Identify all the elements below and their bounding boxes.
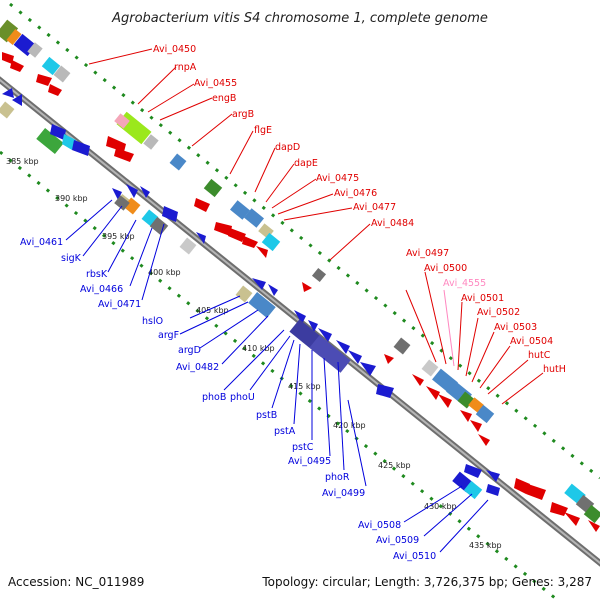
gene-label-forward: argB [232,109,254,120]
upper-dotted-guide [9,2,600,480]
accession-text: Accession: NC_011989 [8,575,144,589]
gene-label-forward: rnpA [174,62,197,73]
gene-label-reverse: pstC [292,442,314,453]
gene-label-forward: Avi_0450 [153,44,196,55]
tick-label: 395 kbp [102,232,135,241]
scale-ticks: 385 kbp 390 kbp 395 kbp 400 kbp 405 kbp … [6,157,502,550]
gene-label-reverse: pstA [274,426,296,437]
gene-label-forward: Avi_0455 [194,78,237,89]
gene-label-reverse: Avi_0495 [288,456,331,467]
gene-label-reverse: Avi_0509 [376,535,419,546]
gene-features [0,19,600,532]
tick-label: 415 kbp [288,382,321,391]
gene-label-reverse: phoR [325,472,350,483]
gene-label-reverse: phoU [230,392,255,403]
tick-label: 420 kbp [333,421,366,430]
gene-label-forward: engB [212,93,236,104]
gene-label-reverse: sigK [61,253,82,264]
gene-label-reverse: Avi_0461 [20,237,63,248]
gene-label-reverse: Avi_0499 [322,488,365,499]
gene-label-reverse: argF [158,330,179,341]
gene-label-forward: Avi_0500 [424,263,467,274]
reverse-gene-labels: Avi_0461 sigK rbsK Avi_0466 Avi_0471 hsl… [20,199,489,562]
gene-label-forward: hutH [543,364,566,375]
gene-label-reverse: phoB [202,392,226,403]
tick-label: 410 kbp [242,344,275,353]
gene-label-forward: dapD [275,142,300,153]
gene-label-forward: Avi_0503 [494,322,537,333]
gene-label-forward: flgE [254,125,272,136]
forward-gene-labels: Avi_0450 rnpA Avi_0455 engB argB flgE da… [88,44,566,405]
map-title: Agrobacterium vitis S4 chromosome 1, com… [111,11,488,26]
tick-label: 385 kbp [6,157,39,166]
gene-label-forward: Avi_0502 [477,307,520,318]
gene-label-reverse: pstB [256,410,277,421]
gene-label-forward: Avi_0504 [510,336,553,347]
gene-label-reverse: Avi_0508 [358,520,401,531]
topology-text: Topology: circular; Length: 3,726,375 bp… [261,575,592,589]
gene-label-forward: dapE [294,158,318,169]
gene-label-forward: Avi_0477 [353,202,396,213]
gene-label-reverse: Avi_0510 [393,551,436,562]
tick-label: 400 kbp [148,268,181,277]
gene-label-reverse: hslO [142,316,163,327]
tick-label: 430 kbp [424,502,457,511]
gene-label-pseudo: Avi_4555 [443,278,486,289]
lower-dotted-guide [0,150,560,600]
gene-label-forward: Avi_0497 [406,248,449,259]
gene-label-reverse: Avi_0482 [176,362,219,373]
gene-label-forward: Avi_0501 [461,293,504,304]
gene-label-reverse: Avi_0471 [98,299,141,310]
tick-label: 425 kbp [378,461,411,470]
tick-label: 405 kbp [196,306,229,315]
gene-label-forward: Avi_0475 [316,173,359,184]
gene-label-forward: hutC [528,350,551,361]
gene-label-reverse: rbsK [86,269,108,280]
tick-label: 390 kbp [55,194,88,203]
tick-label: 435 kbp [469,541,502,550]
gene-label-reverse: argD [178,345,201,356]
gene-label-forward: Avi_0484 [371,218,414,229]
gene-label-reverse: Avi_0466 [80,284,123,295]
gene-label-forward: Avi_0476 [334,188,377,199]
